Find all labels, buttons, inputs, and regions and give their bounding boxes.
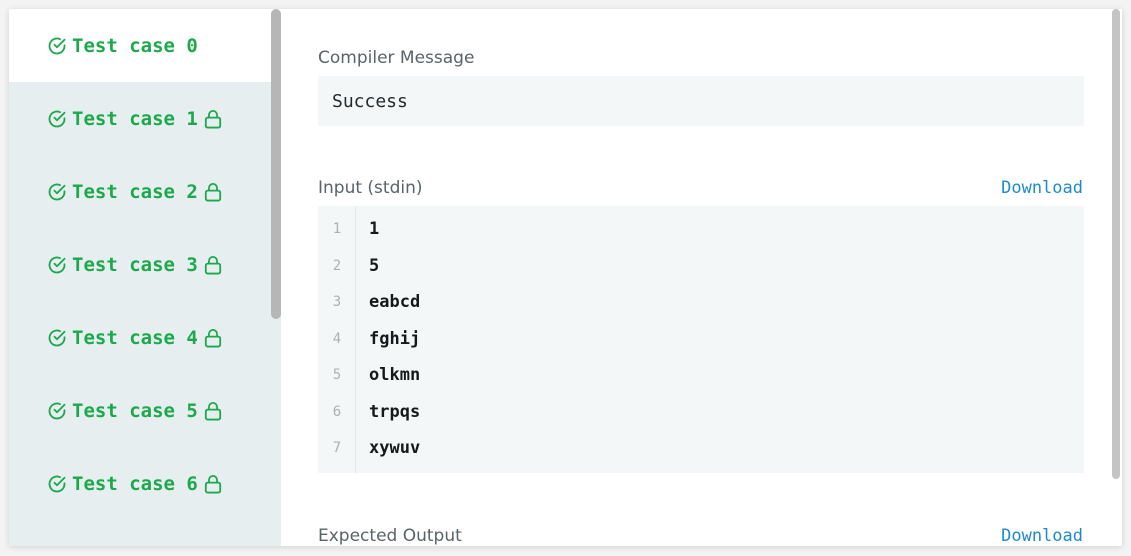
lock-icon	[204, 328, 221, 347]
lock-icon	[204, 401, 221, 420]
check-circle-icon	[48, 329, 66, 346]
test-case-label: Test case 3	[72, 253, 198, 276]
test-case-tab-0[interactable]: Test case 0	[9, 9, 281, 82]
check-circle-icon	[48, 475, 66, 492]
test-case-label: Test case 6	[72, 472, 198, 495]
input-line: 1	[369, 219, 380, 239]
line-number: 5	[332, 367, 342, 383]
input-code-block: 1 1 2 5 3 eabcd 4 fghij 5 olkmn 6 trpqs …	[318, 206, 1084, 473]
test-case-label: Test case 0	[72, 34, 198, 57]
test-case-tab-4[interactable]: Test case 4	[9, 301, 281, 374]
check-circle-icon	[48, 110, 66, 127]
input-label: Input (stdin)	[318, 178, 423, 198]
expected-output-label: Expected Output	[318, 526, 462, 546]
main-scrollbar[interactable]	[1112, 9, 1120, 479]
line-number-gutter	[318, 206, 356, 473]
test-case-tab-3[interactable]: Test case 3	[9, 228, 281, 301]
input-line: olkmn	[369, 365, 421, 385]
check-circle-icon	[48, 37, 66, 54]
test-case-sidebar: Test case 0 Test case 1 Test case 2 Test…	[9, 9, 281, 546]
test-results-panel: Test case 0 Test case 1 Test case 2 Test…	[9, 9, 1122, 546]
test-case-tab-1[interactable]: Test case 1	[9, 82, 281, 155]
sidebar-scrollbar[interactable]	[271, 9, 281, 319]
compiler-message-box: Success	[318, 76, 1084, 126]
line-number: 7	[332, 440, 342, 456]
test-case-label: Test case 2	[72, 180, 198, 203]
input-line: 5	[369, 256, 380, 276]
line-number: 6	[332, 404, 342, 420]
test-case-label: Test case 5	[72, 399, 198, 422]
test-case-tab-5[interactable]: Test case 5	[9, 374, 281, 447]
line-number: 3	[332, 294, 342, 310]
check-circle-icon	[48, 402, 66, 419]
expected-output-download-link[interactable]: Download	[1001, 526, 1083, 546]
test-case-label: Test case 4	[72, 326, 198, 349]
line-number: 4	[332, 331, 342, 347]
input-line: eabcd	[369, 292, 421, 312]
test-case-tab-2[interactable]: Test case 2	[9, 155, 281, 228]
lock-icon	[204, 182, 221, 201]
lock-icon	[204, 255, 221, 274]
check-circle-icon	[48, 183, 66, 200]
test-case-label: Test case 1	[72, 107, 198, 130]
input-line: xywuv	[369, 438, 421, 458]
test-case-tab-6[interactable]: Test case 6	[9, 447, 281, 520]
lock-icon	[204, 474, 221, 493]
line-number: 1	[332, 221, 342, 237]
lock-icon	[204, 109, 221, 128]
test-case-details: Compiler Message Success Input (stdin) D…	[281, 9, 1122, 546]
check-circle-icon	[48, 256, 66, 273]
line-number: 2	[332, 258, 342, 274]
input-line: fghij	[369, 329, 421, 349]
input-download-link[interactable]: Download	[1001, 178, 1083, 198]
compiler-message-label: Compiler Message	[318, 48, 475, 68]
input-line: trpqs	[369, 402, 421, 422]
